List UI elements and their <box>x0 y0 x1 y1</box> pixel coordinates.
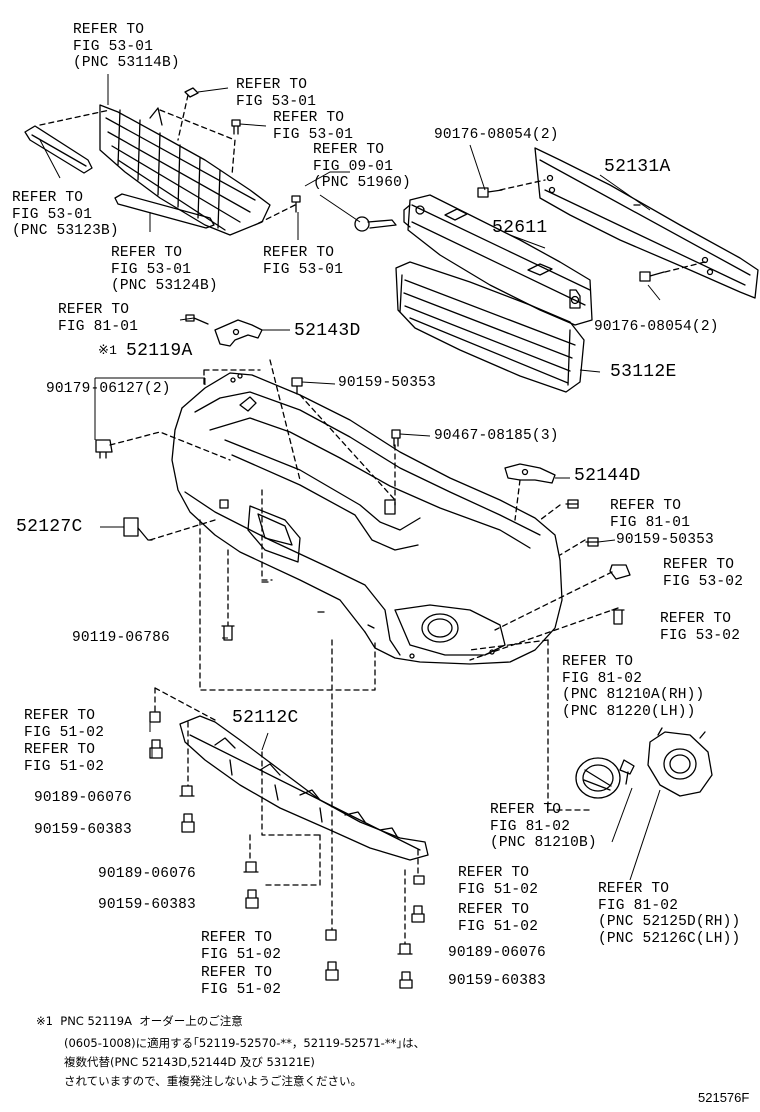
part-52119a: 52119A <box>126 341 193 361</box>
part-90179-06127: 90179-06127(2) <box>46 381 171 397</box>
grille-fasteners <box>184 87 301 213</box>
bracket-52144d-drawing <box>504 463 556 484</box>
part-52119a-mark: ※1 <box>98 343 118 358</box>
footnote-line-4: されていますので、重複発注しないようご注意ください。 <box>64 1074 362 1088</box>
bumper-cover-drawing <box>171 372 563 665</box>
part-90176-08054-a: 90176-08054(2) <box>434 127 559 143</box>
lower-grille-drawing <box>395 261 585 393</box>
part-90189-06076-a: 90189-06076 <box>34 790 132 806</box>
part-90119-06786: 90119-06786 <box>72 630 170 646</box>
cover-leaders <box>109 359 619 811</box>
cover-screws <box>221 377 599 641</box>
bracket-52127c-drawing <box>123 517 153 541</box>
reinforcement-leaders <box>499 179 706 273</box>
part-90159-60383-a: 90159-60383 <box>34 822 132 838</box>
bumper-reinforcement-drawing <box>534 147 759 299</box>
solid-leaders <box>39 74 661 881</box>
part-52143d: 52143D <box>294 321 361 341</box>
part-52127c: 52127C <box>16 517 83 537</box>
lower-reinforcement-drawing <box>179 715 429 861</box>
energy-absorber-drawing <box>403 194 593 326</box>
clip-90179-drawing <box>95 439 113 459</box>
bracket-52143d-drawing <box>185 314 263 347</box>
part-90159-60383-b: 90159-60383 <box>98 897 196 913</box>
footnote-line-2: (0605-1008)に適用する｢52119-52570-**，52119-52… <box>64 1036 426 1050</box>
part-90159-60383-c: 90159-60383 <box>448 973 546 989</box>
grille-leaders <box>39 94 296 226</box>
part-52112c: 52112C <box>232 708 299 728</box>
lower-leaders <box>154 639 419 945</box>
part-90159-50353-b: 90159-50353 <box>616 532 714 548</box>
lower-moulding-drawing <box>114 193 215 229</box>
part-90189-06076-c: 90189-06076 <box>448 945 546 961</box>
figure-code: 521576F <box>698 1090 750 1105</box>
part-52131a: 52131A <box>604 157 671 177</box>
footnote-line-3: 複数代替(PNC 52143D,52144D 及び 53121E) <box>64 1055 315 1069</box>
grille-moulding-drawing <box>24 125 93 174</box>
part-52611: 52611 <box>492 218 548 238</box>
side-retainer-drawing <box>609 564 631 625</box>
part-90176-08054-b: 90176-08054(2) <box>594 319 719 335</box>
fog-lamp-cover-drawing <box>647 727 713 797</box>
footnote-line-1: ※1 PNC 52119A オーダー上のご注意 <box>36 1014 243 1028</box>
fog-lamp-drawing <box>575 757 635 799</box>
lower-fasteners <box>149 711 425 989</box>
part-52144d: 52144D <box>574 466 641 486</box>
part-90467-08185: 90467-08185(3) <box>434 428 559 444</box>
part-53112e: 53112E <box>610 362 677 382</box>
towing-hook-drawing <box>354 216 397 232</box>
part-90159-50353-a: 90159-50353 <box>338 375 436 391</box>
part-90189-06076-b: 90189-06076 <box>98 866 196 882</box>
